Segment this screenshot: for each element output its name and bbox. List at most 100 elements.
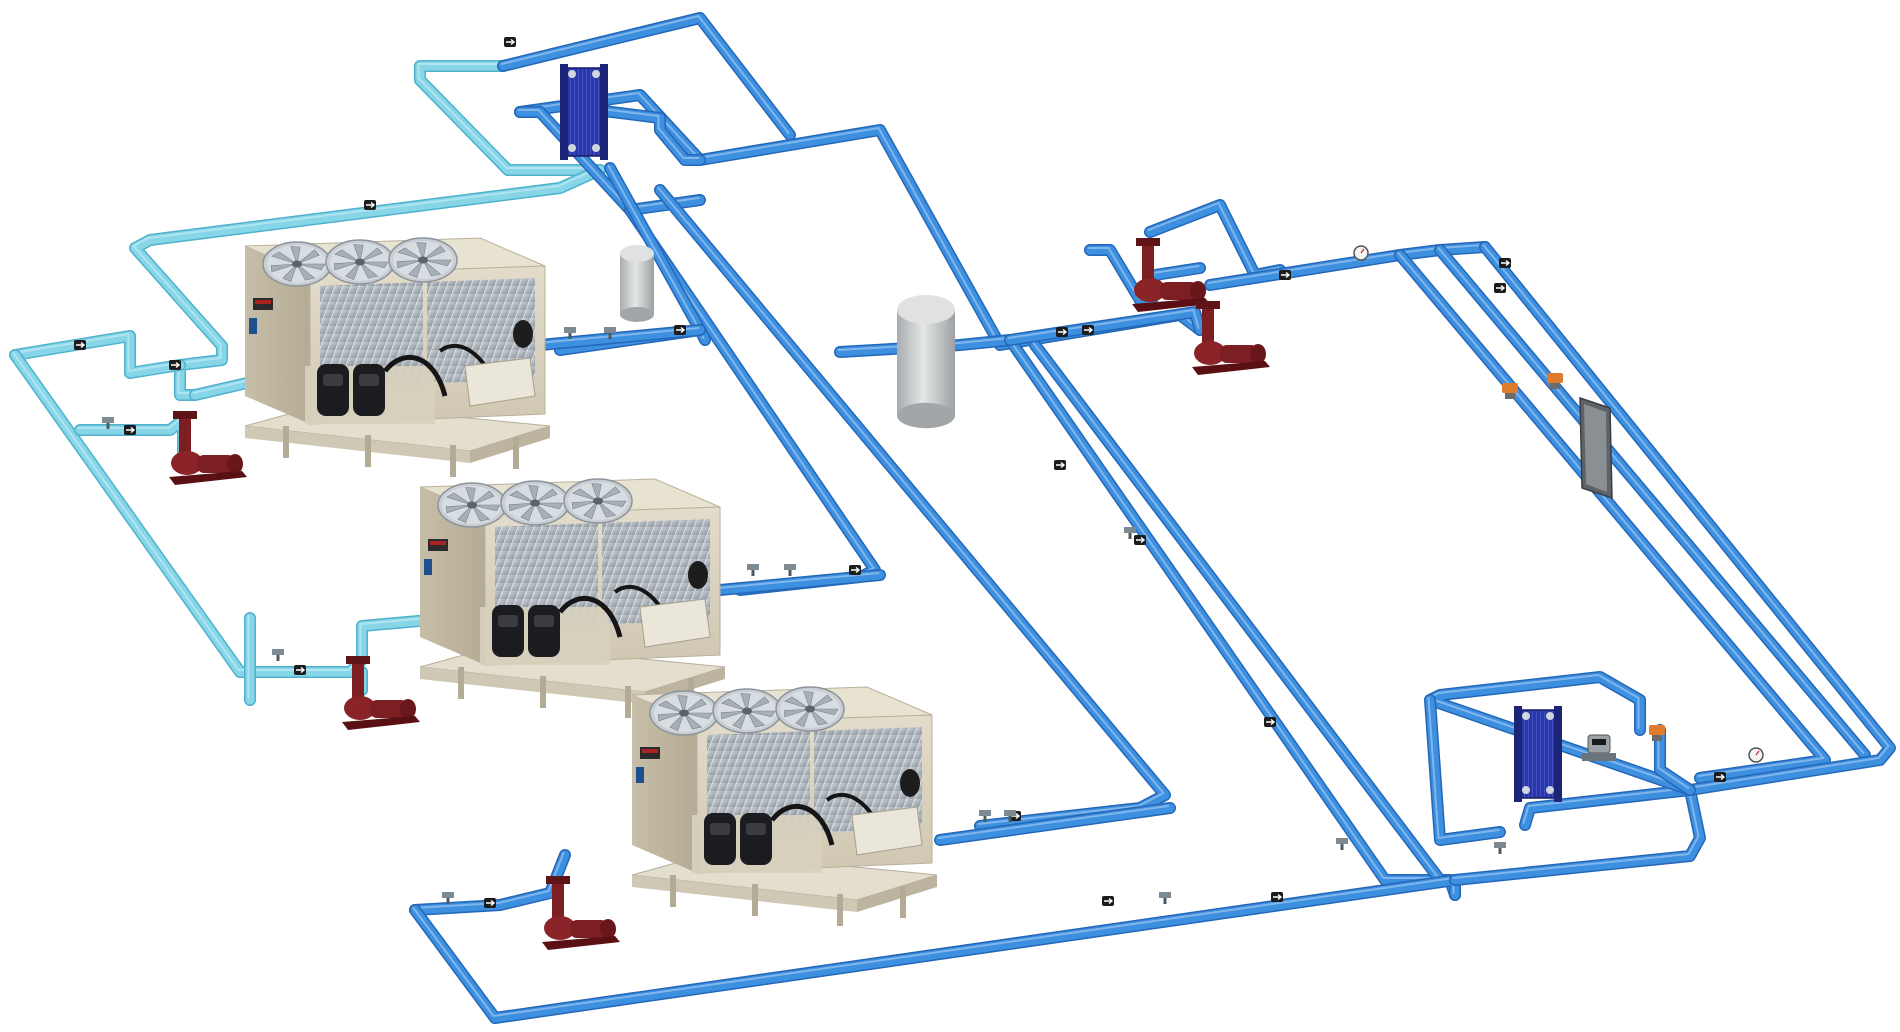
chiller-display-readout — [430, 541, 446, 545]
sensor-icon — [1494, 842, 1506, 854]
chiller-display-readout — [642, 749, 658, 753]
pump-base — [542, 936, 620, 950]
pump-riser — [179, 415, 191, 455]
fan-blade — [534, 502, 554, 520]
sensor-icon — [1004, 810, 1016, 822]
compressor-label-plate — [323, 374, 343, 386]
valve-body — [1652, 735, 1662, 741]
sensor-head — [747, 564, 759, 570]
sensor-icon — [1336, 838, 1348, 850]
heat-exchanger-port — [1546, 712, 1554, 720]
heat-exchanger-frame-right — [1554, 706, 1562, 802]
valve-icon — [1547, 373, 1563, 389]
sensor-stem — [568, 333, 572, 339]
fan-hub — [805, 705, 815, 713]
gauge-icon — [1353, 245, 1369, 261]
flow-arrow-icon — [1714, 772, 1726, 782]
flow-arrow-mark — [1058, 328, 1068, 336]
flow-arrow-mark — [76, 341, 86, 349]
sensor-stem — [751, 570, 755, 576]
pump-base — [342, 716, 420, 730]
chiller-end-panel — [245, 246, 310, 424]
heat-exchanger-plates — [1519, 709, 1557, 799]
fan-blade — [572, 488, 599, 502]
sensor-head — [1004, 810, 1016, 816]
fan-blade — [353, 244, 364, 264]
fan-blade — [746, 710, 776, 718]
compressor-label-plate — [359, 374, 379, 386]
flow-arrow-mark — [1716, 773, 1726, 781]
fan-blade — [408, 259, 424, 278]
sensor-icon — [979, 810, 991, 822]
flow-arrow-icon — [1134, 535, 1146, 545]
chiller-end-panel — [420, 487, 485, 665]
pump-motor-cap — [600, 919, 616, 939]
flow-arrow-mark — [1273, 893, 1283, 901]
pump-riser — [1142, 242, 1154, 282]
fan-blade — [296, 263, 326, 271]
fan-hub — [355, 258, 365, 266]
fan-blade — [359, 247, 383, 263]
fan-blade — [457, 504, 473, 523]
heat-exchanger-port — [592, 144, 600, 152]
meter-display — [1592, 739, 1606, 745]
fan-blade — [732, 710, 748, 729]
fan-icon — [388, 237, 458, 283]
flow-arrow-icon — [484, 898, 496, 908]
chw-pipe-hx2-right-face — [1655, 725, 1695, 795]
valve-actuator — [1547, 373, 1563, 383]
flow-arrow-icon — [1082, 325, 1094, 335]
fan-hub — [593, 497, 603, 505]
condenser-pipe-chiller1-loop-highlight — [132, 167, 600, 394]
chw-pipe-chiller1-out-highlight — [537, 327, 700, 344]
fan-blade — [784, 696, 811, 710]
fan-blade — [296, 249, 320, 265]
sensor-icon — [564, 327, 576, 339]
flow-arrow-mark — [1281, 271, 1291, 279]
chiller-evaporator — [851, 806, 923, 856]
sensor-stem — [1498, 848, 1502, 854]
heat-exchanger-frame-left — [560, 64, 568, 160]
sensor-icon — [604, 327, 616, 339]
fan-blade — [683, 712, 703, 730]
pump-motor — [570, 920, 608, 938]
meter-body — [1582, 753, 1616, 761]
flow-arrow-icon — [364, 200, 376, 210]
chiller-leg — [513, 437, 519, 469]
chiller-2 — [419, 478, 726, 718]
pump-base — [169, 471, 247, 485]
chiller-refrigerant-line — [383, 354, 448, 397]
valve-icon — [1502, 383, 1518, 399]
fan-blade — [571, 500, 599, 510]
chw-pipe-right-diag-2-face — [1435, 245, 1870, 760]
tank-shell — [620, 253, 654, 315]
sensor-head — [784, 564, 796, 570]
chiller-status-badge — [636, 767, 644, 783]
sensor-icon — [442, 892, 454, 904]
pump-riser — [552, 880, 564, 920]
chw-pipe-hx2-upper-highlight — [1427, 674, 1690, 789]
fan-blade — [669, 712, 685, 731]
fan-blade — [597, 500, 617, 518]
fan-hub — [530, 499, 540, 507]
flow-arrow-mark — [486, 899, 496, 907]
pipe-fittings — [74, 37, 1764, 908]
chiller-3 — [631, 686, 938, 926]
chiller-receiver — [900, 769, 920, 797]
pump-chiller-2 — [342, 656, 420, 730]
heat-exchanger-port — [1522, 786, 1530, 794]
fan-blade — [657, 712, 685, 722]
sensor-stem — [1128, 533, 1132, 539]
fan-blade — [809, 708, 829, 726]
valve-actuator — [1502, 383, 1518, 393]
chiller-base-front — [632, 875, 857, 912]
fan-hub — [742, 707, 752, 715]
flow-arrow-icon — [74, 340, 86, 350]
fan-blade — [534, 488, 558, 504]
pump-base — [1192, 361, 1270, 375]
fan-blade — [591, 483, 602, 503]
tank-top — [620, 245, 654, 262]
fan-blade — [422, 245, 446, 261]
tank-bottom — [897, 402, 955, 429]
flow-arrow-mark — [506, 38, 516, 46]
